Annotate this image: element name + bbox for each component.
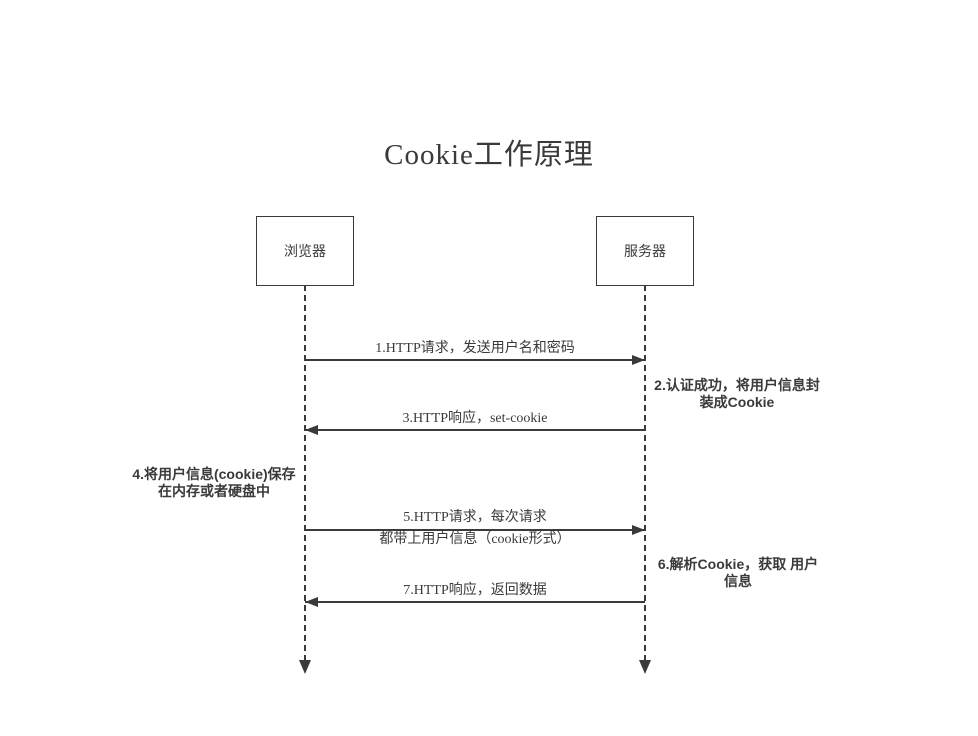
message-5-label-line2: 都带上用户信息（cookie形式） — [379, 532, 571, 547]
server-lifeline — [644, 285, 646, 661]
note-4: 4.将用户信息(cookie)保存 在内存或者硬盘中 — [132, 466, 296, 499]
message-3-line — [305, 429, 645, 431]
message-5-label-line1: 5.HTTP请求，每次请求 — [403, 510, 547, 525]
message-1-arrowhead-icon — [632, 355, 645, 365]
message-3-label: 3.HTTP响应，set-cookie — [402, 411, 548, 426]
server-lifeline-arrowhead-icon — [639, 660, 651, 674]
browser-actor-box: 浏览器 — [256, 216, 354, 286]
message-7-arrowhead-icon — [305, 597, 318, 607]
server-actor-box: 服务器 — [596, 216, 694, 286]
note-6: 6.解析Cookie，获取 用户 信息 — [657, 556, 819, 589]
note-2: 2.认证成功，将用户信息封 装成Cookie — [654, 377, 820, 410]
diagram-title: Cookie工作原理 — [384, 139, 594, 171]
message-1-label: 1.HTTP请求，发送用户名和密码 — [375, 341, 575, 356]
browser-lifeline-arrowhead-icon — [299, 660, 311, 674]
message-1-line — [305, 359, 645, 361]
message-5-line — [305, 529, 645, 531]
message-7-line — [305, 601, 645, 603]
browser-actor-label: 浏览器 — [284, 245, 326, 260]
browser-lifeline — [304, 285, 306, 661]
server-actor-label: 服务器 — [624, 245, 666, 260]
message-5-arrowhead-icon — [632, 525, 645, 535]
message-3-arrowhead-icon — [305, 425, 318, 435]
message-7-label: 7.HTTP响应，返回数据 — [403, 583, 547, 598]
